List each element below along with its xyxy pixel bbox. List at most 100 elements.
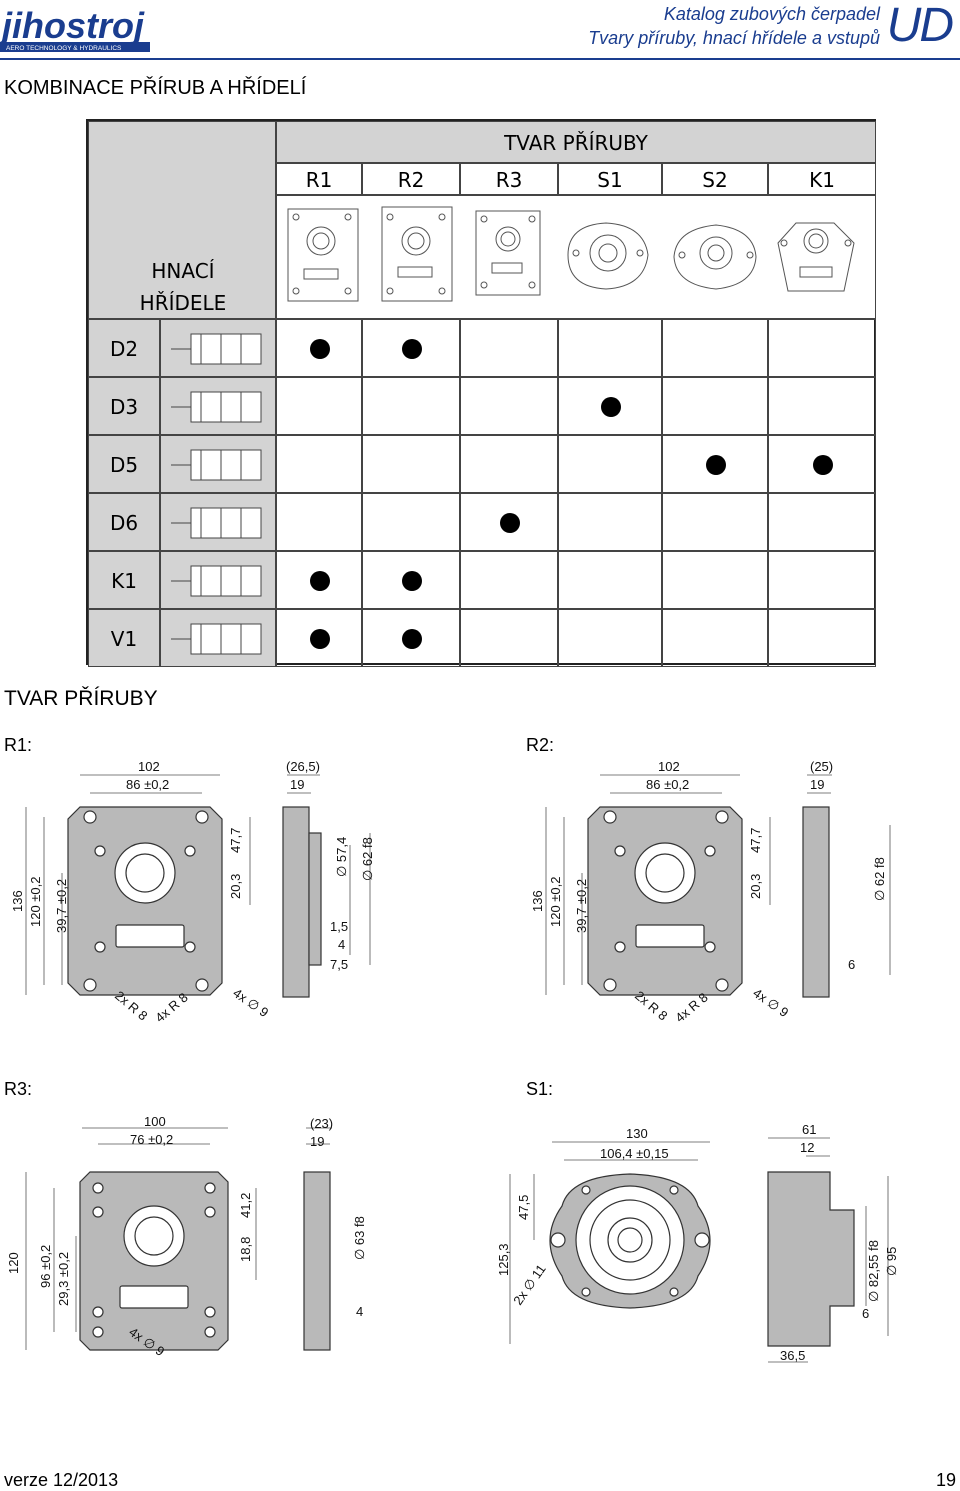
header-rule (0, 58, 960, 60)
svg-text:39,7 ±0,2: 39,7 ±0,2 (54, 879, 69, 933)
svg-text:106,4 ±0,15: 106,4 ±0,15 (600, 1146, 669, 1161)
svg-text:41,2: 41,2 (238, 1193, 253, 1218)
svg-text:47,7: 47,7 (748, 828, 763, 853)
r1-label: R1: (4, 735, 33, 755)
footer-page-number: 19 (935, 1470, 956, 1490)
compatibility-dot (601, 397, 621, 417)
r1-side-view (282, 806, 310, 998)
svg-text:125,3: 125,3 (496, 1243, 511, 1276)
table-cell (276, 551, 362, 609)
logo-subline: AERO TECHNOLOGY & HYDRAULICS (6, 45, 122, 52)
svg-text:47,5: 47,5 (516, 1195, 531, 1220)
table-cell (460, 435, 558, 493)
row-label-d5: D5 (88, 435, 160, 493)
svg-text:100: 100 (144, 1114, 166, 1129)
table-cell (276, 377, 362, 435)
svg-text:102: 102 (658, 759, 680, 774)
footer-version: verze 12/2013 (4, 1470, 119, 1490)
catalog-subtitle: Tvary příruby, hnací hřídele a vstupů (588, 28, 880, 48)
compatibility-dot (310, 339, 330, 359)
svg-text:∅ 62 f8: ∅ 62 f8 (872, 857, 887, 901)
svg-text:130: 130 (626, 1126, 648, 1141)
svg-text:19: 19 (290, 777, 304, 792)
svg-text:(25): (25) (810, 759, 833, 774)
table-cell (362, 493, 460, 551)
r3-side-view (303, 1171, 331, 1351)
shaft-picture-v1 (160, 609, 276, 667)
column-header-s2: S2 (662, 163, 768, 195)
table-cell (768, 551, 876, 609)
catalog-title: Katalog zubových čerpadel (663, 4, 880, 24)
table-cell (558, 493, 662, 551)
flange-thumbs-row (276, 195, 876, 319)
column-header-k1: K1 (768, 163, 876, 195)
flange-thumbnails (287, 206, 855, 302)
table-cell (276, 609, 362, 667)
svg-text:(23): (23) (310, 1116, 333, 1131)
svg-text:136: 136 (10, 890, 25, 912)
svg-text:19: 19 (310, 1134, 324, 1149)
svg-text:2x ∅ 11: 2x ∅ 11 (510, 1262, 549, 1308)
svg-text:4x ∅ 9: 4x ∅ 9 (230, 985, 271, 1020)
column-header-s1: S1 (558, 163, 662, 195)
table-cell (662, 319, 768, 377)
table-cell (362, 435, 460, 493)
svg-text:∅ 62 f8: ∅ 62 f8 (360, 837, 375, 881)
svg-text:∅ 95: ∅ 95 (884, 1247, 899, 1276)
column-group-label: TVAR PŘÍRUBY (504, 131, 648, 155)
table-cell (460, 377, 558, 435)
svg-text:20,3: 20,3 (228, 874, 243, 899)
compatibility-dot (706, 455, 726, 475)
table-cell (558, 377, 662, 435)
table-cell (362, 377, 460, 435)
shaft-picture-d6 (160, 493, 276, 551)
table-cell (362, 319, 460, 377)
svg-text:∅ 63 f8: ∅ 63 f8 (352, 1216, 367, 1260)
svg-text:1,5: 1,5 (330, 919, 348, 934)
column-header-r3: R3 (460, 163, 558, 195)
table-cell (558, 609, 662, 667)
corner-label: HNACÍ HŘÍDELE (139, 259, 227, 315)
jihostroj-logo: jihostroj AERO TECHNOLOGY & HYDRAULICS (0, 2, 152, 54)
svg-text:36,5: 36,5 (780, 1348, 805, 1363)
svg-text:6: 6 (862, 1306, 869, 1321)
shaft-picture-d2 (160, 319, 276, 377)
compatibility-dot (402, 571, 422, 591)
row-label-v1: V1 (88, 609, 160, 667)
r2-label: R2: (526, 735, 555, 755)
svg-text:4: 4 (356, 1304, 363, 1319)
thumb-s2 (673, 224, 757, 290)
row-label-d2: D2 (88, 319, 160, 377)
svg-text:76 ±0,2: 76 ±0,2 (130, 1132, 173, 1147)
r3-label: R3: (4, 1079, 33, 1099)
column-header-r2: R2 (362, 163, 460, 195)
table-cell (276, 435, 362, 493)
svg-text:39,7 ±0,2: 39,7 ±0,2 (574, 879, 589, 933)
combinations-title: KOMBINACE PŘÍRUB A HŘÍDELÍ (4, 77, 307, 99)
table-cell (558, 435, 662, 493)
column-group-header: TVAR PŘÍRUBY (276, 121, 876, 163)
table-cell (768, 493, 876, 551)
thumb-r2 (381, 206, 453, 302)
table-cell (768, 609, 876, 667)
column-header-r1: R1 (276, 163, 362, 195)
svg-text:4: 4 (338, 937, 345, 952)
svg-text:(26,5): (26,5) (286, 759, 320, 774)
svg-text:4x ∅ 9: 4x ∅ 9 (750, 985, 791, 1020)
row-label-d3: D3 (88, 377, 160, 435)
svg-text:12: 12 (800, 1140, 814, 1155)
table-cell (662, 609, 768, 667)
svg-text:19: 19 (810, 777, 824, 792)
thumb-r3 (475, 210, 541, 296)
thumb-r1 (287, 208, 359, 302)
svg-text:86 ±0,2: 86 ±0,2 (646, 777, 689, 792)
svg-text:29,3 ±0,2: 29,3 ±0,2 (56, 1252, 71, 1306)
table-cell (768, 377, 876, 435)
table-cell (768, 435, 876, 493)
table-cell (768, 319, 876, 377)
table-cell (662, 377, 768, 435)
table-cell (276, 319, 362, 377)
row-label-k1: K1 (88, 551, 160, 609)
